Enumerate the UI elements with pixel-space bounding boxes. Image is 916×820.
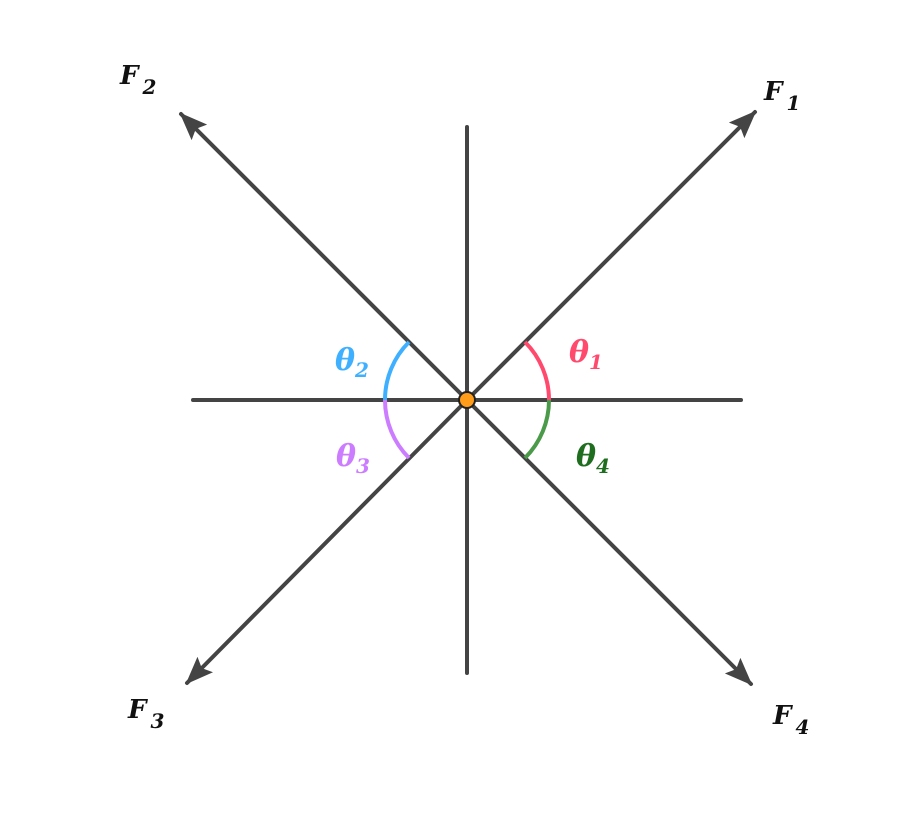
label-theta1: θ1: [569, 335, 603, 374]
label-theta3: θ3: [336, 439, 370, 478]
angle-arc-theta3: [382, 399, 411, 460]
label-theta4: θ4: [576, 439, 610, 478]
angle-arc-theta2: [382, 340, 411, 401]
label-theta2: θ2: [335, 343, 369, 382]
angle-arc-theta1: [523, 340, 552, 401]
force-vector-f3: [185, 398, 469, 685]
force-vector-f2: [179, 112, 469, 402]
origin-point: [458, 391, 476, 409]
angle-arc-theta4: [523, 399, 552, 460]
force-vector-f4: [465, 398, 753, 686]
force-vector-f1: [465, 110, 757, 402]
